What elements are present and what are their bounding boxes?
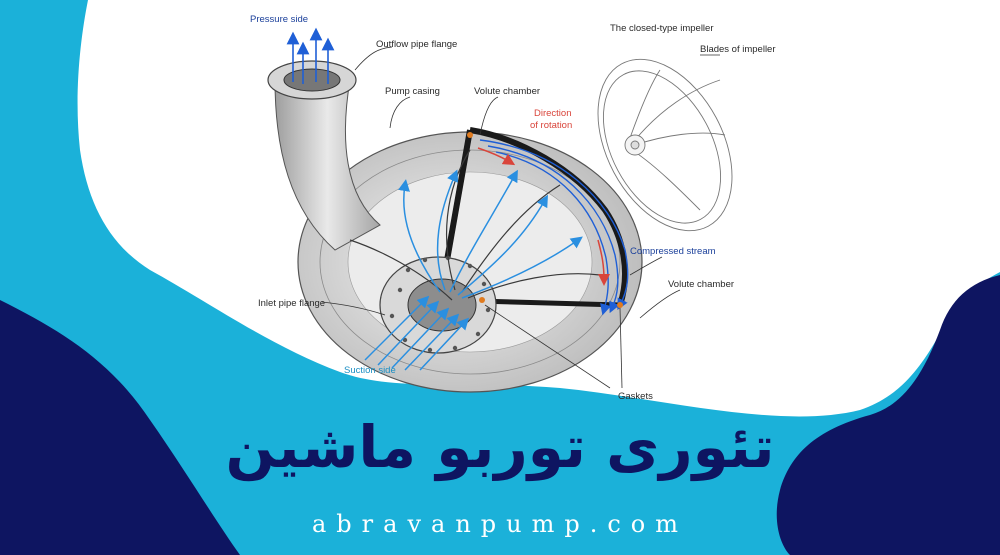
label-blades-of-impeller: Blades of impeller <box>700 44 776 55</box>
label-pump-casing: Pump casing <box>385 86 440 97</box>
label-outflow-pipe-flange: Outflow pipe flange <box>376 39 457 50</box>
rotation-arrow-top <box>477 147 516 166</box>
suction-side-arrows <box>364 295 470 371</box>
rotation-arrow-right <box>597 239 610 286</box>
label-inlet-pipe-flange: Inlet pipe flange <box>258 298 325 309</box>
closed-impeller-sketch <box>597 58 733 232</box>
compressed-stream-arrows <box>479 139 629 316</box>
label-compressed-stream: Compressed stream <box>630 246 716 257</box>
left-navy-blob <box>0 300 240 555</box>
label-direction-1: Direction <box>534 108 572 119</box>
outflow-pipe <box>274 79 381 251</box>
label-closed-type-impeller: The closed-type impeller <box>610 23 714 34</box>
label-gaskets: Gaskets <box>618 391 653 402</box>
label-pressure-side: Pressure side <box>250 14 308 25</box>
label-suction-side: Suction side <box>344 365 396 376</box>
right-navy-blob <box>776 275 1000 555</box>
label-direction-2: of rotation <box>530 120 572 131</box>
page-title: تئوری توربو ماشین <box>225 413 775 481</box>
impeller-blades <box>349 149 601 301</box>
pressure-side-arrows <box>286 27 335 84</box>
leader-lines <box>321 46 720 389</box>
website-url: abravanpump.com <box>312 510 688 538</box>
flow-arrows <box>398 169 583 299</box>
label-volute-chamber-right: Volute chamber <box>668 279 734 290</box>
label-volute-chamber-top: Volute chamber <box>474 86 540 97</box>
